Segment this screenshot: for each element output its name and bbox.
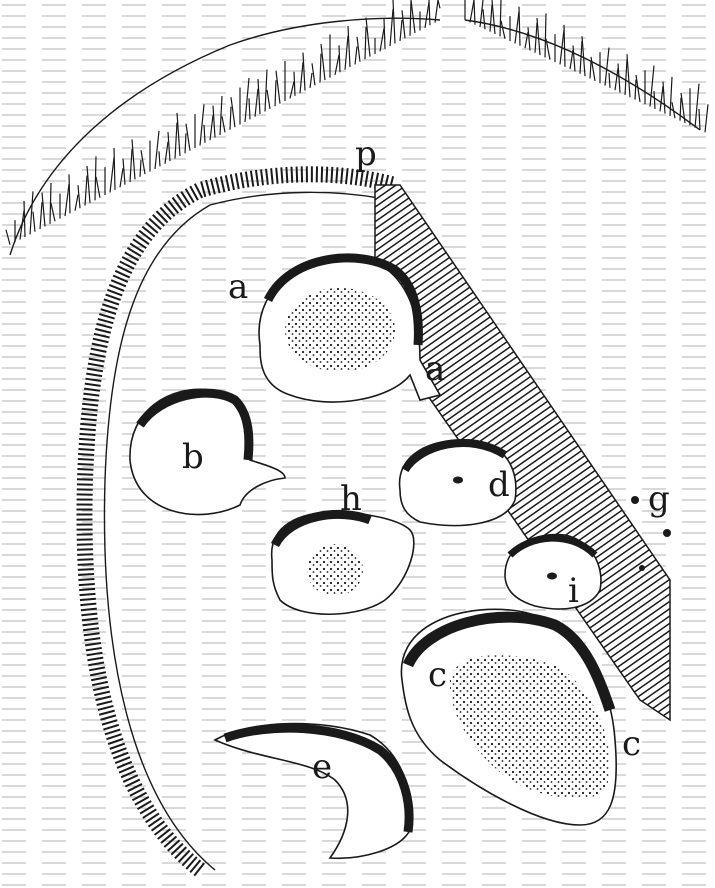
label-c-left: c xyxy=(428,655,447,695)
label-d: d xyxy=(488,465,510,505)
label-i: i xyxy=(568,571,579,611)
label-h: h xyxy=(340,479,362,519)
label-c-right: c xyxy=(622,724,641,764)
label-b: b xyxy=(182,437,204,477)
label-p: p xyxy=(355,134,377,174)
label-a-left: a xyxy=(228,267,248,307)
label-a-right: a xyxy=(425,349,445,389)
label-e: e xyxy=(312,747,332,787)
cell-i xyxy=(505,535,601,609)
label-g: g xyxy=(648,479,670,519)
